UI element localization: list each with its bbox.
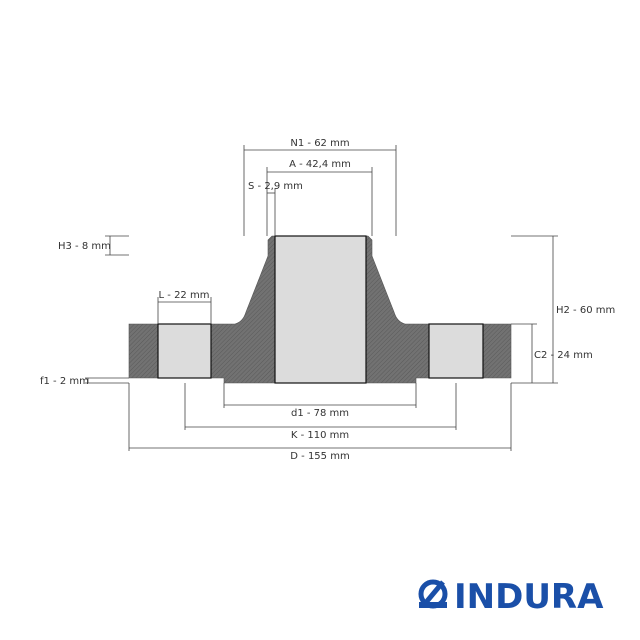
- indura-logo: INDURA: [418, 577, 604, 617]
- dim-h3: H3 - 8 mm: [58, 241, 111, 252]
- logo-text: INDURA: [454, 577, 604, 617]
- dim-k: K - 110 mm: [291, 430, 349, 441]
- bolt-hole-left: [157, 323, 212, 379]
- dimension-lines: [87, 149, 554, 449]
- bore: [274, 235, 367, 384]
- dim-c2: C2 - 24 mm: [534, 350, 593, 361]
- dim-d: D - 155 mm: [290, 451, 349, 462]
- extension-lines: [85, 145, 558, 451]
- dim-a: A - 42,4 mm: [289, 159, 351, 170]
- dim-d1: d1 - 78 mm: [291, 408, 349, 419]
- dim-n1: N1 - 62 mm: [290, 138, 349, 149]
- dim-h2: H2 - 60 mm: [556, 305, 615, 316]
- logo-mark-icon: [418, 579, 448, 609]
- dim-s: S - 2,9 mm: [248, 181, 303, 192]
- bolt-hole-right: [428, 323, 484, 379]
- dim-l: L - 22 mm: [159, 290, 210, 301]
- dim-f1: f1 - 2 mm: [40, 376, 89, 387]
